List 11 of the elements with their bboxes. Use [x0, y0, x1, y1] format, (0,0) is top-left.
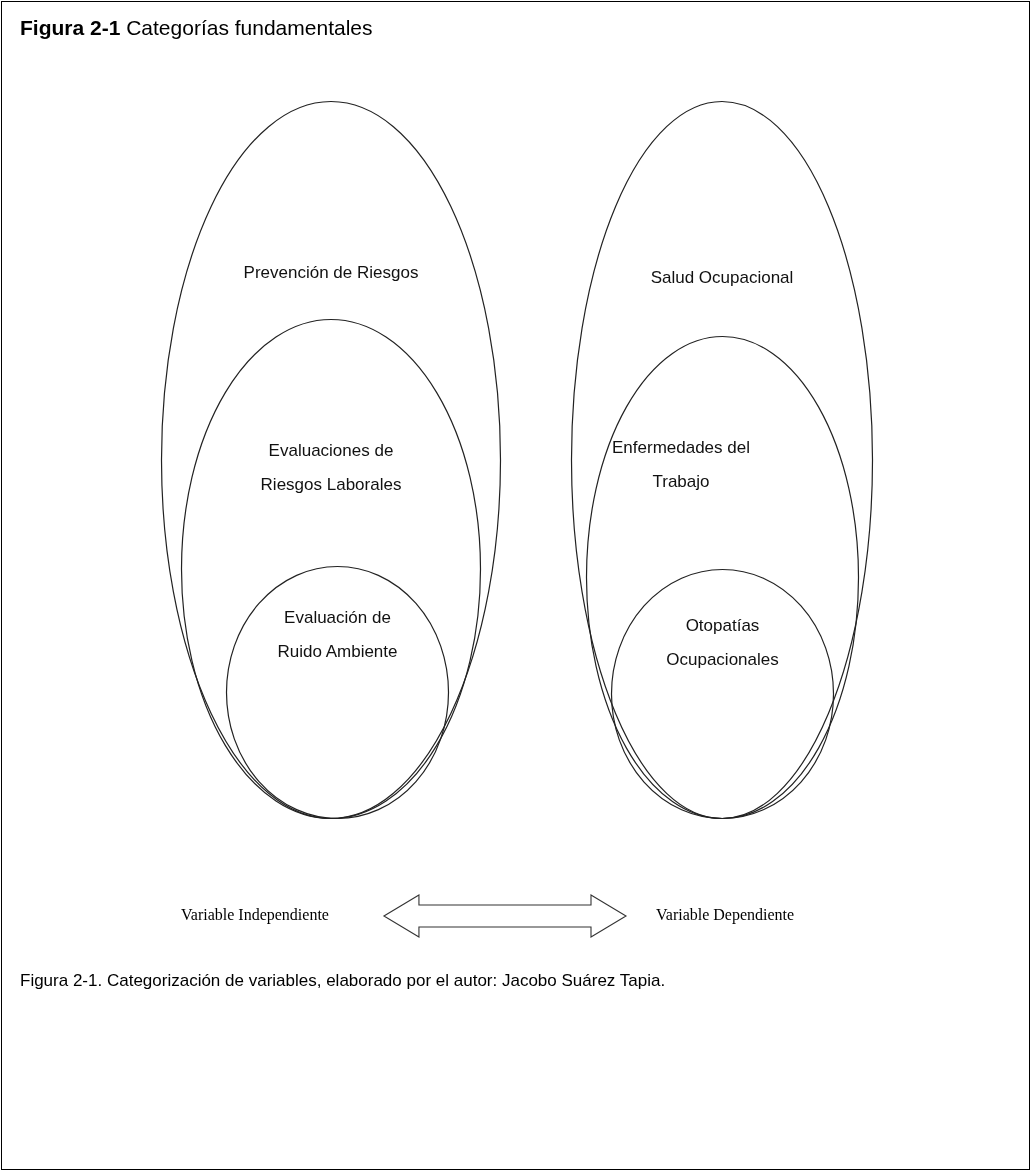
category-label: Evaluaciones de Riesgos Laborales	[259, 440, 403, 496]
category-label: Otopatías Ocupacionales	[665, 615, 780, 671]
variable-label: Variable Independiente	[181, 906, 329, 924]
figure-title: Figura 2-1 Categorías fundamentales	[20, 16, 373, 40]
figure-caption: Figura 2-1. Categorización de variables, elaborado por el autor: Jacobo Suárez Tapia.	[20, 970, 667, 992]
category-label: Salud Ocupacional	[649, 267, 795, 289]
category-label: Prevención de Riesgos	[242, 262, 420, 284]
category-label: Evaluación de Ruido Ambiente	[276, 607, 399, 663]
double-arrow	[382, 894, 628, 938]
variable-label: Variable Dependiente	[656, 906, 795, 924]
category-label: Enfermedades del Trabajo	[611, 437, 751, 493]
